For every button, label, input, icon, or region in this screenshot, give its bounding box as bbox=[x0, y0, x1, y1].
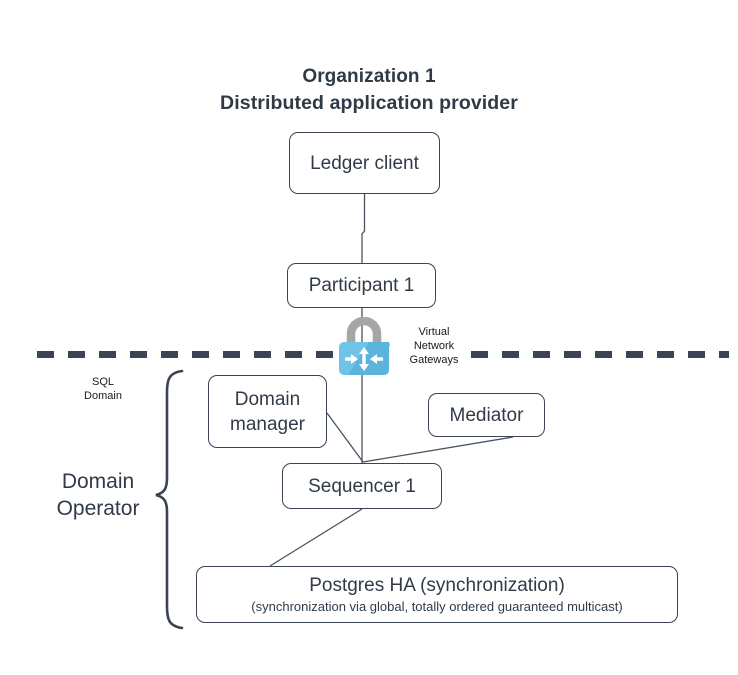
label-vng-line-2: Network bbox=[413, 340, 455, 352]
node-mediator[interactable]: Mediator bbox=[428, 393, 545, 437]
lock-shackle bbox=[346, 317, 382, 345]
node-sequencer-1-label: Sequencer 1 bbox=[308, 475, 416, 497]
lock-arrows bbox=[345, 347, 383, 371]
label-vng-line-1: Virtual bbox=[418, 326, 450, 338]
title-line-2: Distributed application provider bbox=[220, 92, 518, 114]
node-participant-1-label: Participant 1 bbox=[308, 275, 415, 296]
label-domain-operator: Domain Operator bbox=[30, 468, 166, 522]
label-sql-domain-line-2: Domain bbox=[84, 390, 122, 402]
node-postgres-ha-sublabel: (synchronization via global, totally ord… bbox=[251, 598, 623, 614]
node-domain-manager-label-line-1: Domain bbox=[234, 388, 301, 410]
node-postgres-ha[interactable]: Postgres HA (synchronization) (synchroni… bbox=[196, 566, 678, 623]
node-postgres-ha-label: Postgres HA (synchronization) bbox=[309, 574, 565, 596]
label-domain-operator-line-1: Domain bbox=[61, 470, 135, 493]
node-sequencer-1[interactable]: Sequencer 1 bbox=[282, 463, 442, 509]
label-sql-domain: SQL Domain bbox=[63, 375, 143, 403]
title-line-1: Organization 1 bbox=[302, 66, 436, 87]
node-mediator-label: Mediator bbox=[449, 404, 524, 426]
node-ledger-client-label: Ledger client bbox=[310, 152, 419, 174]
node-domain-manager-label-line-2: manager bbox=[230, 413, 305, 435]
diagram-title: Organization 1 Distributed application p… bbox=[0, 64, 738, 116]
label-domain-operator-line-2: Operator bbox=[56, 497, 140, 520]
node-participant-1[interactable]: Participant 1 bbox=[287, 263, 436, 308]
edge-ledger-client-to-participant-1 bbox=[361, 194, 366, 263]
label-vng-line-3: Gateways bbox=[409, 354, 459, 366]
edge-domain-manager-to-sequencer-1 bbox=[326, 412, 364, 463]
lock-body-shade bbox=[348, 342, 390, 375]
edge-mediator-to-sequencer-1 bbox=[362, 436, 514, 463]
label-virtual-network-gateways: Virtual Network Gateways bbox=[404, 325, 464, 367]
lock-with-four-inward-arrows-icon[interactable] bbox=[336, 317, 392, 375]
node-ledger-client[interactable]: Ledger client bbox=[289, 132, 440, 194]
label-sql-domain-line-1: SQL bbox=[91, 376, 114, 388]
node-domain-manager[interactable]: Domain manager bbox=[208, 375, 327, 448]
edge-sequencer-1-to-postgres-ha bbox=[269, 508, 363, 567]
